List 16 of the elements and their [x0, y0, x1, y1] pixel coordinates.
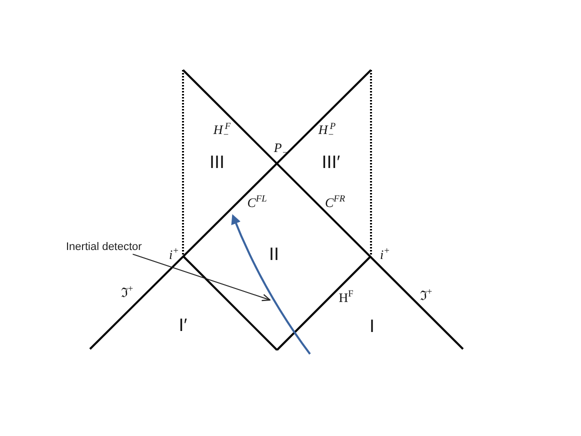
- infinity-label: ℑ$^{+}$: [420, 288, 432, 304]
- surface-label: C$^{FR}$: [324, 196, 346, 210]
- leader-line: [132, 254, 271, 302]
- region-numeral: I: [370, 317, 374, 337]
- region-numeral: III′: [322, 153, 340, 173]
- region-numeral: III: [210, 153, 224, 173]
- horizon-label: H$^{F}$: [338, 290, 354, 306]
- callout-text: Inertial detector: [66, 241, 142, 254]
- surface-label: C$^{FL}$: [247, 196, 267, 210]
- region-numeral: II: [269, 245, 279, 265]
- worldline-arrow: [231, 214, 311, 355]
- point-label: i$^{+}$: [169, 248, 179, 262]
- point-label: i$^{+}$: [380, 248, 390, 262]
- point-label: P$_{−}$: [274, 140, 288, 156]
- infinity-label: ℑ$^{+}$: [120, 286, 134, 300]
- region-numeral: I′: [178, 316, 188, 336]
